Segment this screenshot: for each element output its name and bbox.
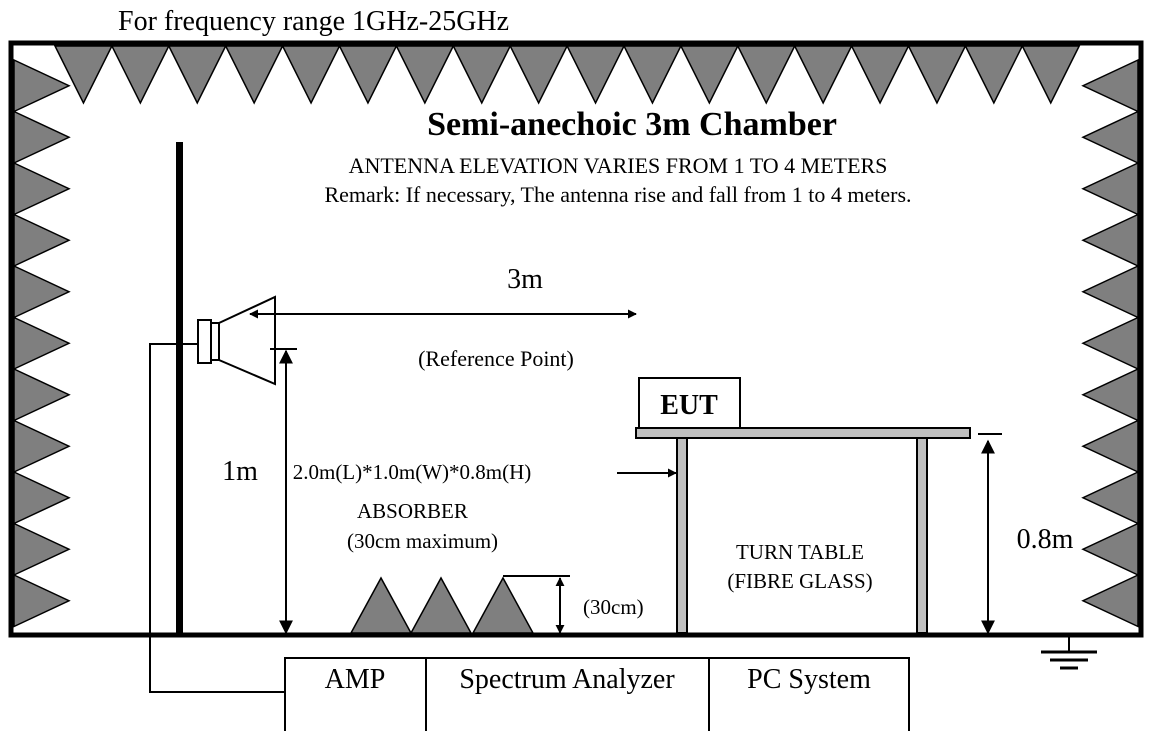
- absorber-cone: [13, 58, 71, 113]
- absorber-cone: [1081, 522, 1139, 577]
- absorber-cone: [13, 161, 71, 216]
- table-height-label: 0.8m: [1017, 524, 1074, 555]
- absorber-cone: [1081, 573, 1139, 628]
- absorber-cone: [1081, 161, 1139, 216]
- absorber-cone: [964, 45, 1024, 105]
- left-wall-absorbers: [13, 58, 71, 628]
- floor-absorber-cone: [471, 576, 535, 634]
- antenna-elevation-note: ANTENNA ELEVATION VARIES FROM 1 TO 4 MET…: [349, 153, 888, 178]
- right-wall-absorbers: [1081, 58, 1139, 628]
- absorber-cone: [452, 45, 512, 105]
- absorber-cone: [13, 522, 71, 577]
- reference-point-label: (Reference Point): [418, 346, 574, 371]
- antenna-cable: [149, 343, 285, 693]
- absorber-cone: [224, 45, 284, 105]
- distance-label: 3m: [507, 264, 543, 295]
- pc-system-box: [708, 657, 910, 731]
- absorber-cone: [793, 45, 853, 105]
- chamber-title: Semi-anechoic 3m Chamber: [427, 106, 837, 143]
- absorber-cone: [13, 367, 71, 422]
- absorber-cone: [13, 110, 71, 165]
- absorber-cone: [110, 45, 171, 105]
- absorber-cone: [53, 45, 114, 105]
- absorber-cone: [1081, 367, 1139, 422]
- table-leg-right: [916, 437, 928, 634]
- absorber-cone: [679, 45, 740, 105]
- absorber-cone: [13, 419, 71, 474]
- eut-box: [638, 377, 741, 429]
- floor-absorber-cone: [349, 576, 413, 634]
- absorber-cone: [1081, 264, 1139, 319]
- absorber-cone: [1081, 419, 1139, 474]
- ceiling-absorbers: [53, 45, 1081, 105]
- absorber-cone: [13, 470, 71, 525]
- absorber-cone: [167, 45, 227, 105]
- absorber-cone: [1081, 110, 1139, 165]
- absorber-cone: [1081, 470, 1139, 525]
- ground-icon: [1041, 637, 1097, 670]
- absorber-cone: [1081, 58, 1139, 113]
- absorber-cone: [565, 45, 626, 105]
- spectrum-analyzer-label: Spectrum Analyzer: [459, 664, 675, 695]
- absorber-cone: [13, 573, 71, 628]
- antenna-height-label: 1m: [222, 456, 258, 487]
- absorber-cone: [13, 316, 71, 371]
- absorber-cone: [281, 45, 341, 105]
- absorber-height-label: (30cm): [583, 595, 644, 619]
- turn-table-label-line2: (FIBRE GLASS): [727, 569, 872, 593]
- absorber-cone: [736, 45, 796, 105]
- amp-box: [284, 657, 427, 731]
- table-dimensions-label: 2.0m(L)*1.0m(W)*0.8m(H): [293, 460, 532, 484]
- turn-table: [635, 427, 971, 634]
- pc-system-label: PC System: [747, 664, 871, 695]
- absorber-label-line1: ABSORBER: [357, 499, 468, 523]
- absorber-cone: [907, 45, 967, 105]
- amp-label: AMP: [325, 664, 386, 695]
- absorber-label-line2: (30cm maximum): [347, 529, 498, 553]
- absorber-cone: [1081, 316, 1139, 371]
- absorber-cone: [622, 45, 683, 105]
- turn-table-label-line1: TURN TABLE: [736, 540, 864, 564]
- eut-label: EUT: [660, 390, 718, 421]
- table-top: [635, 427, 971, 439]
- spectrum-analyzer-box: [425, 657, 710, 731]
- frequency-note: For frequency range 1GHz-25GHz: [118, 6, 509, 37]
- absorber-cone: [13, 213, 71, 268]
- table-leg-left: [676, 437, 688, 634]
- antenna-mast: [176, 142, 183, 635]
- remark-note: Remark: If necessary, The antenna rise a…: [324, 182, 911, 207]
- horn-antenna: [197, 295, 276, 386]
- absorber-cone: [508, 45, 569, 105]
- absorber-cone: [850, 45, 910, 105]
- absorber-cone: [13, 264, 71, 319]
- chamber-outline: [8, 40, 1144, 638]
- floor-absorber-cone: [409, 576, 473, 634]
- absorber-cone: [338, 45, 398, 105]
- absorber-cone: [1081, 213, 1139, 268]
- absorber-cone: [1021, 45, 1081, 105]
- floor-absorbers: [349, 576, 535, 634]
- absorber-cone: [395, 45, 455, 105]
